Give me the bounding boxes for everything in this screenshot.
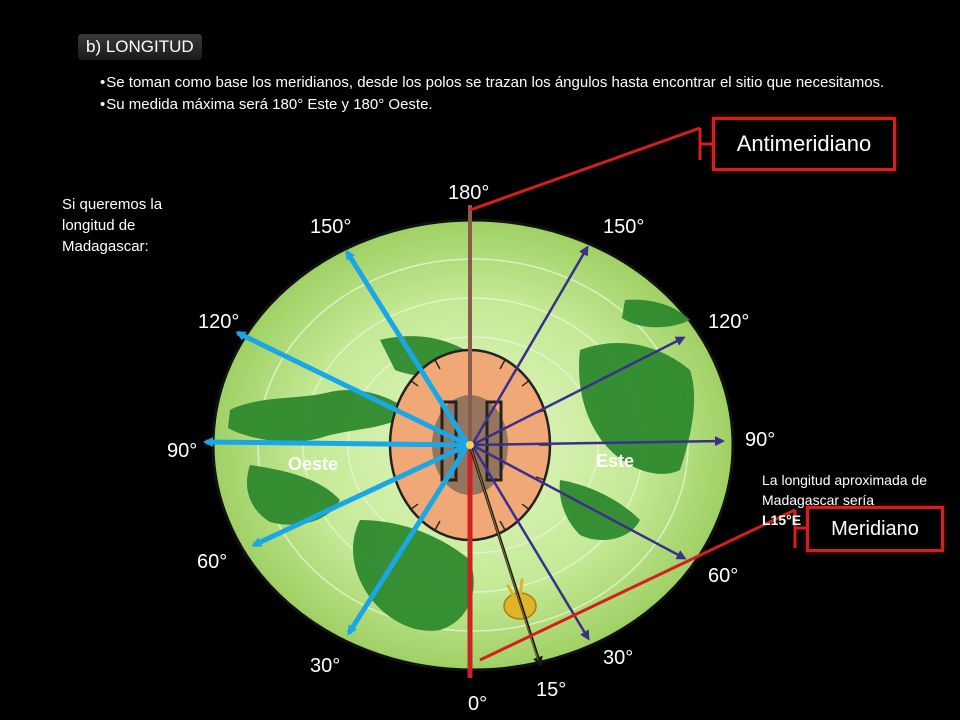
west-arrow-120 xyxy=(235,330,470,448)
west-arrow-150 xyxy=(344,249,471,447)
bullet-item: Se toman como base los meridianos, desde… xyxy=(100,72,900,94)
degree-label-90-east: 90° xyxy=(745,429,775,451)
degree-label-120-east: 120° xyxy=(708,311,749,333)
east-arrow-150 xyxy=(470,245,589,446)
section-title: b) LONGITUD xyxy=(78,34,202,60)
degree-label-180: 180° xyxy=(448,182,489,204)
degree-label-60-west: 60° xyxy=(197,551,227,573)
answer-value: L15°E xyxy=(762,512,802,528)
antimeridiano-leader xyxy=(469,126,712,212)
west-arrow-90 xyxy=(203,437,469,448)
east-label: Este xyxy=(596,451,634,471)
east-arrow-90 xyxy=(471,436,725,447)
east-arrow-60 xyxy=(471,443,687,560)
degree-label-30-east: 30° xyxy=(603,647,633,669)
antimeridiano-callout: Antimeridiano xyxy=(712,117,896,171)
degree-label-150-west: 150° xyxy=(310,216,351,238)
degree-label-30-west: 30° xyxy=(310,655,340,677)
degree-labels: 180° 150° 150° 120° 120° 90° 90° 60° 60°… xyxy=(167,182,775,715)
bullet-list: Se toman como base los meridianos, desde… xyxy=(100,72,900,116)
west-label: Oeste xyxy=(288,454,338,474)
west-arrow-60 xyxy=(251,442,470,548)
answer-text: La longitud aproximada de Madagascar ser… xyxy=(762,472,928,508)
degree-label-120-west: 120° xyxy=(198,311,239,333)
degree-label-90-west: 90° xyxy=(167,440,197,462)
meridiano-callout: Meridiano xyxy=(806,506,944,552)
west-arrows xyxy=(203,249,471,636)
east-arrow-120 xyxy=(471,336,686,447)
madagascar-answer: La longitud aproximada de Madagascar ser… xyxy=(762,470,932,530)
degree-label-150-east: 150° xyxy=(603,216,644,238)
east-arrows xyxy=(470,245,725,641)
degree-label-60-east: 60° xyxy=(708,565,738,587)
degree-label-0: 0° xyxy=(468,693,487,715)
degree-label-15: 15° xyxy=(536,679,566,701)
bullet-item: Su medida máxima será 180° Este y 180° O… xyxy=(100,94,900,116)
center-point xyxy=(466,441,474,449)
madagascar-question: Si queremos la longitud de Madagascar: xyxy=(62,196,163,255)
east-arrow-30 xyxy=(470,444,590,641)
meridiano-leader xyxy=(479,508,806,662)
west-arrow-30 xyxy=(346,443,471,636)
